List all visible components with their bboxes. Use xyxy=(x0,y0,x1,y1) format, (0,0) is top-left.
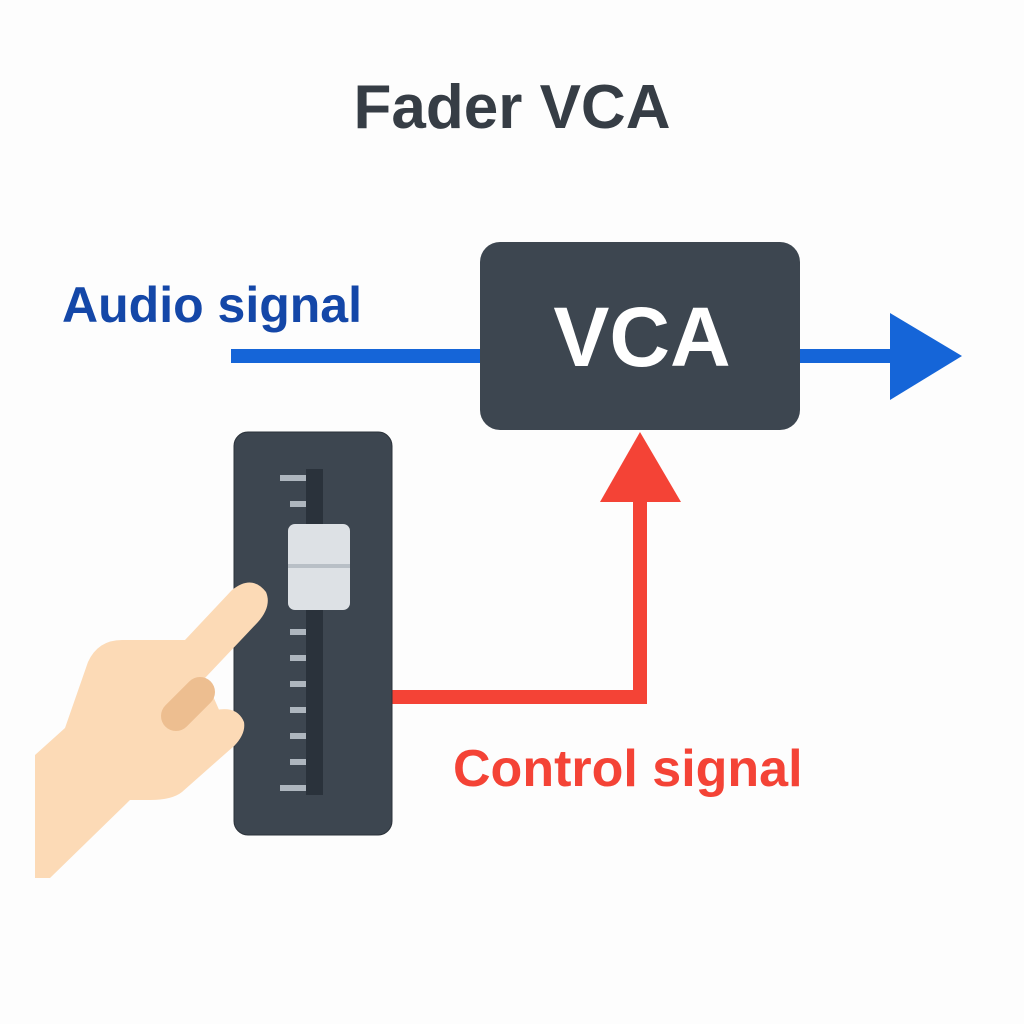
audio-signal-line-in xyxy=(231,349,483,363)
audio-arrowhead-icon xyxy=(890,313,962,400)
fader xyxy=(233,431,393,836)
fader-tick xyxy=(280,475,306,481)
title: Fader VCA xyxy=(354,73,671,142)
vca-label: VCA xyxy=(553,290,730,384)
hand-knuckle xyxy=(161,677,215,731)
audio-signal-line-out xyxy=(798,349,894,363)
fader-tick xyxy=(290,759,306,765)
fader-tick xyxy=(290,655,306,661)
control-signal-line-horizontal xyxy=(390,690,647,704)
control-signal-line-vertical xyxy=(633,496,647,704)
fader-track xyxy=(306,469,323,795)
fader-tick xyxy=(290,733,306,739)
control-arrowhead-icon xyxy=(600,432,681,502)
fader-tick xyxy=(290,629,306,635)
fader-tick xyxy=(290,681,306,687)
fader-tick xyxy=(280,785,306,791)
control-signal-label: Control signal xyxy=(453,740,803,798)
hand-finger xyxy=(178,709,244,775)
fader-tick xyxy=(290,501,306,507)
vca-block xyxy=(480,242,800,430)
hand-shape xyxy=(35,582,268,878)
fader-tick xyxy=(290,707,306,713)
fader-ticks xyxy=(280,475,306,791)
audio-signal-label: Audio signal xyxy=(62,277,362,333)
fader-knob-line xyxy=(288,564,350,568)
hand-icon xyxy=(35,582,268,878)
